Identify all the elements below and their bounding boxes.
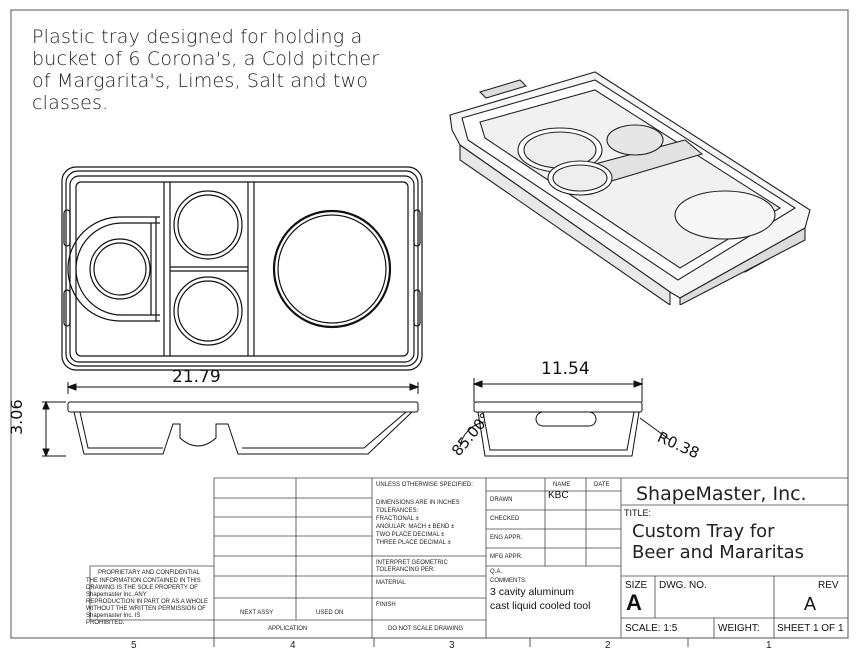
proprietary-line-4: REPRODUCTION IN PART OR AS A WHOLE bbox=[86, 599, 209, 605]
qa-label: Q.A. bbox=[490, 569, 503, 575]
interpret-line-1: INTERPRET GEOMETRIC bbox=[376, 560, 448, 566]
drawing-note: Plastic tray designed for holding a buck… bbox=[32, 26, 380, 114]
side-view bbox=[440, 372, 720, 477]
application-label: APPLICATION bbox=[268, 626, 308, 632]
weight: WEIGHT: bbox=[718, 623, 760, 634]
drawn-label: DRAWN bbox=[490, 497, 513, 503]
three-place-tol: THREE PLACE DECIMAL ± bbox=[376, 540, 451, 546]
comments-text-2: cast liquid cooled tool bbox=[490, 600, 591, 612]
title-label: TITLE: bbox=[624, 508, 652, 518]
finish-label: FINISH bbox=[376, 602, 396, 608]
dim-length: 21.79 bbox=[172, 367, 221, 387]
tolerances-label: TOLERANCES: bbox=[376, 508, 419, 514]
dwg-no-label: DWG. NO. bbox=[659, 580, 707, 591]
mfg-appr-label: MFG APPR. bbox=[490, 554, 523, 560]
proprietary-line-2: DRAWING IS THE SOLE PROPERTY OF bbox=[86, 585, 198, 591]
angular-tol: ANGULAR: MACH ± BEND ± bbox=[376, 524, 455, 530]
proprietary-line-5: WITHOUT THE WRITTEN PERMISSION OF bbox=[86, 606, 206, 612]
proprietary-line-7: PROHIBITED. bbox=[86, 620, 125, 626]
rev-value: A bbox=[804, 594, 817, 614]
unless-specified: UNLESS OTHERWISE SPECIFIED: bbox=[376, 482, 473, 488]
name-header: NAME bbox=[553, 482, 571, 488]
size-label: SIZE bbox=[625, 580, 648, 591]
proprietary-line-3: Shapemaster Inc. ANY bbox=[86, 592, 147, 598]
used-on-label: USED ON bbox=[316, 610, 344, 616]
comments-label: COMMENTS: bbox=[490, 578, 527, 584]
rev-label: REV bbox=[818, 580, 839, 591]
eng-appr-label: ENG APPR. bbox=[490, 535, 523, 541]
comments-text-1: 3 cavity aluminum bbox=[490, 586, 575, 598]
fractional-tol: FRACTIONAL ± bbox=[376, 516, 419, 522]
isometric-view bbox=[440, 60, 840, 305]
two-place-tol: TWO PLACE DECIMAL ± bbox=[376, 532, 445, 538]
dim-width: 11.54 bbox=[541, 359, 590, 379]
company-name: ShapeMaster, Inc. bbox=[636, 483, 807, 505]
top-view bbox=[60, 165, 425, 375]
size-value: A bbox=[626, 590, 642, 615]
material-label: MATERIAL bbox=[376, 580, 406, 586]
zone-5: 5 bbox=[131, 640, 137, 651]
next-assy-label: NEXT ASSY bbox=[240, 610, 274, 616]
front-view bbox=[38, 372, 438, 472]
interpret-line-2: TOLERANCING PER: bbox=[376, 567, 435, 573]
zone-1: 1 bbox=[766, 640, 772, 651]
drawn-name: KBC bbox=[548, 490, 569, 501]
proprietary-line-1: THE INFORMATION CONTAINED IN THIS bbox=[86, 578, 201, 584]
checked-label: CHECKED bbox=[490, 516, 520, 522]
title-line-2: Beer and Mararitas bbox=[632, 542, 805, 563]
sheet: SHEET 1 OF 1 bbox=[777, 623, 844, 634]
date-header: DATE bbox=[594, 482, 610, 488]
proprietary-title: PROPRIETARY AND CONFIDENTIAL bbox=[98, 570, 201, 576]
zone-4: 4 bbox=[290, 640, 296, 651]
scale: SCALE: 1:5 bbox=[625, 623, 678, 634]
dims-in-inches: DIMENSIONS ARE IN INCHES bbox=[376, 500, 460, 506]
zone-3: 3 bbox=[449, 640, 455, 651]
title-line-1: Custom Tray for bbox=[632, 521, 775, 542]
proprietary-line-6: Shapemaster Inc. IS bbox=[86, 613, 141, 619]
do-not-scale: DO NOT SCALE DRAWING bbox=[388, 626, 464, 632]
zone-2: 2 bbox=[605, 640, 611, 651]
